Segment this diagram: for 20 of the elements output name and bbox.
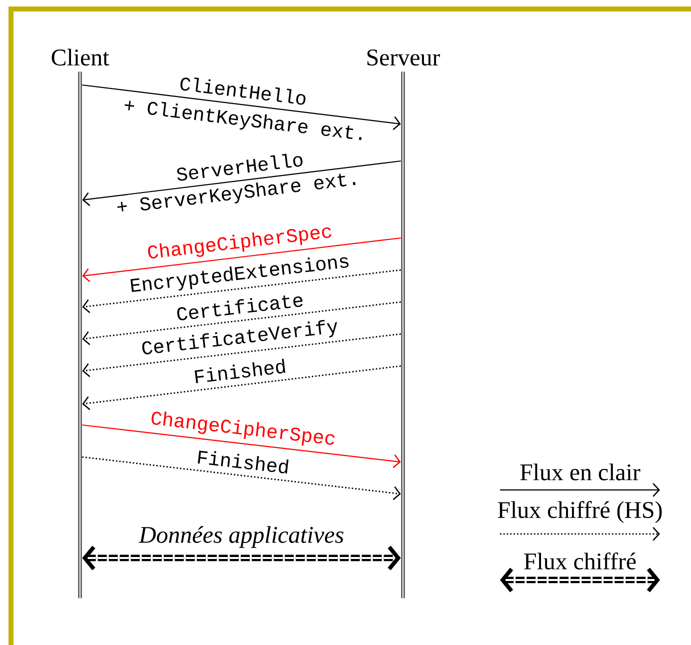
arrow: [82, 160, 401, 206]
participant-label: Client: [52, 48, 110, 66]
edge-label: Finished: [192, 357, 288, 385]
edge-label: Données applicatives: [138, 525, 346, 549]
arrow: [82, 546, 401, 570]
arrow: [82, 301, 401, 346]
legend-text: Flux chiffré: [524, 552, 636, 570]
edge-label: Finished: [194, 448, 292, 476]
arrow: [82, 269, 401, 314]
arrow: [82, 333, 401, 378]
arrow: [82, 84, 401, 130]
arrow: [82, 456, 401, 500]
edge-label: Certificate: [174, 291, 306, 322]
participant-label: Serveur: [367, 50, 440, 66]
legend-text: Flux chiffré (HS): [498, 501, 662, 523]
edge-label: ServerHello: [174, 150, 306, 182]
arrow: [82, 424, 401, 468]
arrow: [82, 237, 401, 282]
arrow: [82, 365, 401, 410]
legend-text: Flux en clair: [520, 464, 640, 480]
